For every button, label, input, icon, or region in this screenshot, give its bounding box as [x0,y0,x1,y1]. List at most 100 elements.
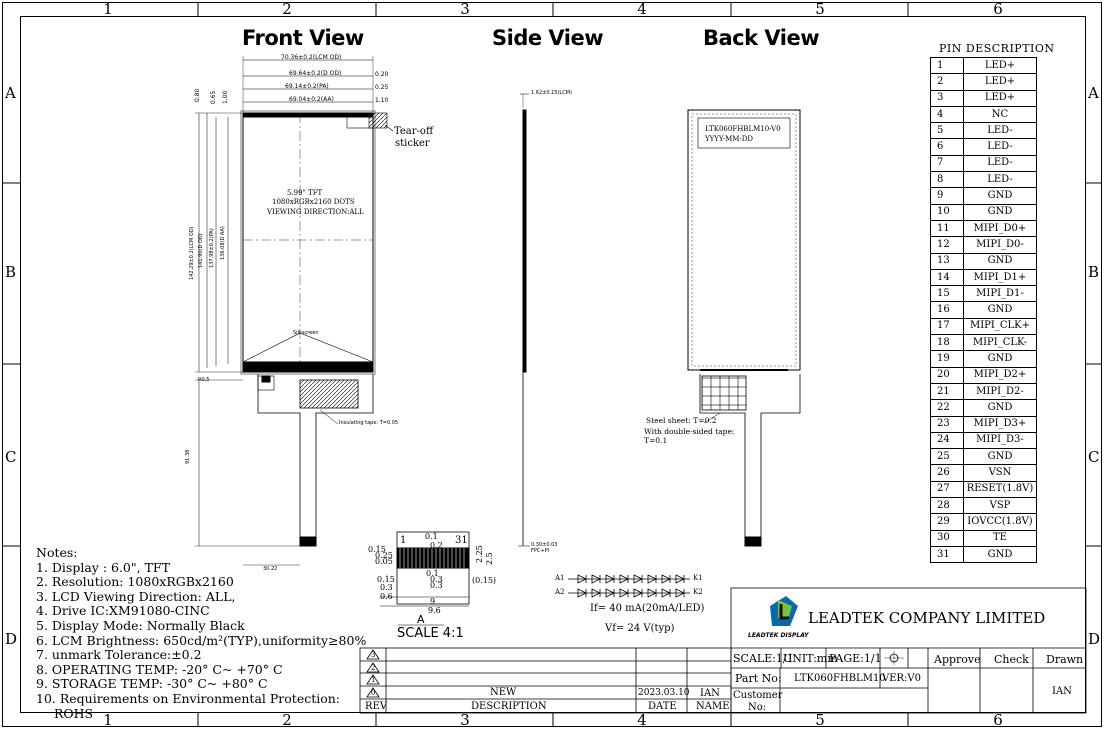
pin-number: 13 [930,252,964,270]
note-item: 4. Drive IC:XM91080-CINC [36,603,210,619]
rev-mark-1: 1 [371,676,376,684]
description-header: DESCRIPTION [471,701,547,712]
pin-number: 1 [930,56,964,75]
zone-col-5: 5 [815,0,825,18]
silkscreen-label: Silkscreen [293,330,319,336]
pin-number: 15 [930,285,964,303]
pin-signal: GND [963,399,1037,417]
approve-label: Approve [934,653,981,666]
note-item: 2. Resolution: 1080xRGBx2160 [36,574,234,590]
zone-row-c-right: C [1088,448,1100,466]
tape-label: With double-sided tape: [644,427,735,436]
pin-number: 2 [930,73,964,91]
zone-row-d-right: D [1088,630,1101,648]
conn-dim-b015p: (0.15) [472,576,497,585]
note-item: 10. Requirements on Environmental Protec… [36,690,341,706]
check-label: Check [994,653,1029,666]
dim-vert-aa: 136.08(D AA) [220,226,226,260]
rev-name: IAN [700,688,720,699]
pin-number: 12 [930,236,964,254]
zone-col-5-bottom: 5 [815,711,825,729]
pin-number: 17 [930,317,964,336]
pin-number: 9 [930,187,964,205]
unit-field: UNIT:mm [783,652,838,665]
pin-number: 19 [930,350,964,368]
pin-signal: GND [963,545,1037,564]
part-no-value: LTK060FHBLM10 [794,673,886,684]
conn-dim-015: 0.15 [368,545,386,554]
pin-number: 14 [930,268,964,287]
note-item: 7. unmark Tolerance:±0.2 [36,647,202,663]
led-circuit [568,574,690,598]
pin-signal: MIPI_D2- [963,382,1037,401]
zone-row-a: A [5,84,16,102]
pin-signal: GND [963,301,1037,319]
zone-col-3: 3 [460,0,470,18]
scale-field: SCALE:1/1 [733,652,794,665]
viewing-direction-label: VIEWING DIRECTION:ALL [267,208,364,216]
pin-signal: NC [963,105,1037,124]
pin-signal: LED- [963,154,1037,173]
pin-description-title: PIN DESCRIPTION [939,42,1055,55]
pin-number: 10 [930,203,964,221]
back-label-date: YYYY-MM-DD [705,135,754,143]
note-item: 3. LCD Viewing Direction: ALL, [36,588,236,604]
front-view-drawing [195,56,394,566]
pin-number: 30 [930,529,964,547]
notes-title: Notes: [36,545,78,560]
pin-signal: LED+ [963,89,1037,107]
pin-signal: GND [963,252,1037,270]
logo-text: LEADTEK DISPLAY [748,632,809,639]
pin-number: 16 [930,301,964,319]
pin-signal: MIPI_D3+ [963,415,1037,433]
pin-number: 18 [930,334,964,352]
customer-label: Customer [733,690,783,701]
note-item: 5. Display Mode: Normally Black [36,617,245,633]
pin-number: 31 [930,545,964,564]
pin-signal: IOVCC(1.8V) [963,513,1037,531]
conn-dim-25: 2.5 [485,552,494,565]
side-fpc: 0.30±0.03 [531,542,558,548]
dim-right-2: 0.25 [375,84,389,91]
rev-mark-3: 3 [371,651,376,659]
pin-number: 8 [930,171,964,189]
scale-label: SCALE 4:1 [397,626,464,641]
zone-row-b-right: B [1088,263,1100,281]
pin-signal: MIPI_D2+ [963,366,1037,384]
pin-signal: MIPI_D0+ [963,219,1037,238]
zone-row-a-right: A [1088,84,1099,102]
zone-col-6: 6 [993,0,1003,18]
drawn-by: IAN [1052,686,1072,697]
pin-number: 21 [930,382,964,401]
connector-detail [380,531,470,626]
dim-vert-lcm: 142.29±0.2(LCM OD) [189,226,195,280]
tear-off-label: Tear-off [394,126,434,137]
side-thickness: 1.62±0.15(LCM) [531,90,572,96]
led-voltage: Vf= 24 V(typ) [605,623,675,634]
side-view-title: Side View [492,26,604,50]
dim-right-3: 1.10 [375,97,389,104]
detail-view-a: A [417,613,425,626]
back-view-drawing [687,109,801,547]
company-name: LEADTEK COMPANY LIMITED [808,609,1046,627]
conn-dim-9: 9 [430,597,436,606]
date-header: DATE [648,701,677,712]
led-current: If= 40 mA(20mA/LED) [590,603,705,614]
zone-col-4: 4 [637,0,647,18]
